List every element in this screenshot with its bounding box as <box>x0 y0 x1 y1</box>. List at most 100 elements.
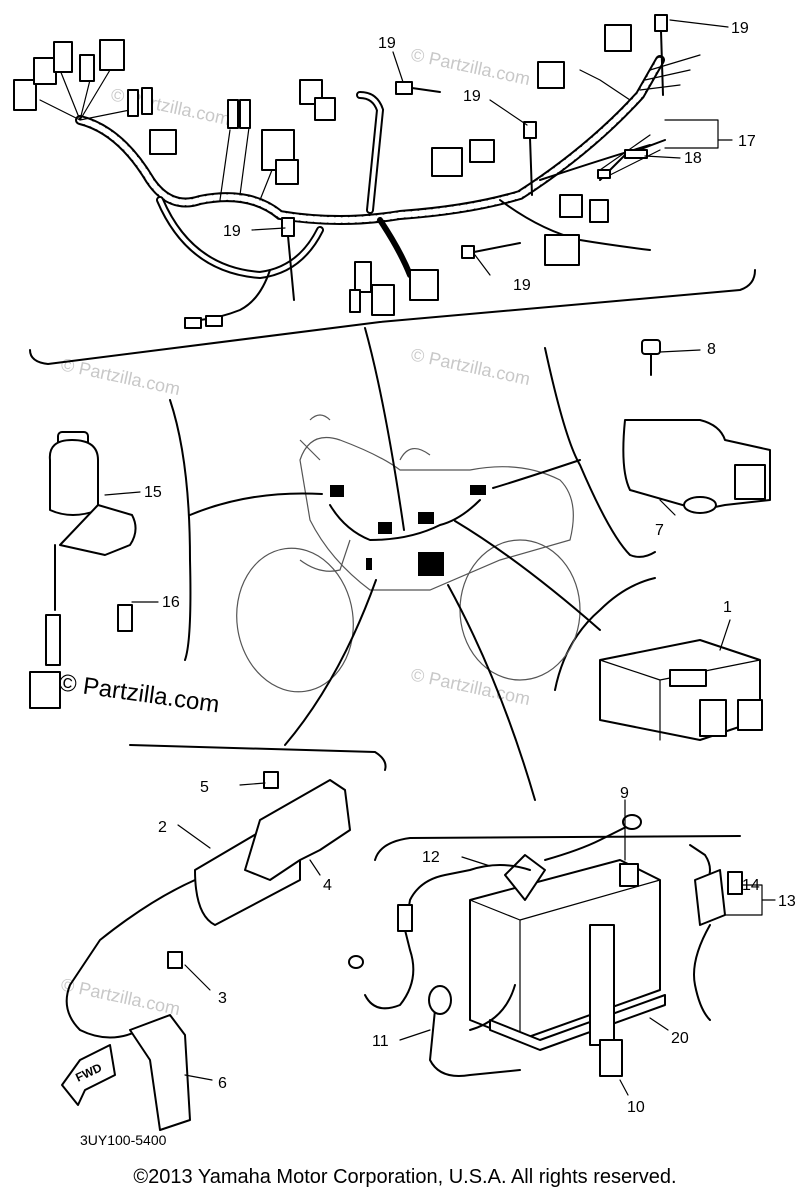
harness-connector <box>409 269 439 301</box>
callout-17: 17 <box>738 133 756 150</box>
harness-connector <box>33 57 57 85</box>
callout-12: 12 <box>422 849 440 866</box>
callout-19: 19 <box>223 223 241 240</box>
harness-terminal <box>205 315 223 327</box>
ignition-coil <box>61 771 351 1131</box>
wire-band-strap <box>287 235 295 301</box>
harness-connector <box>53 41 73 73</box>
battery-band <box>589 924 615 1046</box>
wire-band-strap <box>473 242 521 253</box>
plug-cap <box>129 1014 191 1131</box>
regulator-section-divider <box>544 347 656 558</box>
battery-section-divider <box>374 835 741 861</box>
mounting-spot <box>378 522 392 534</box>
copyright-notice: ©2013 Yamaha Motor Corporation, U.S.A. A… <box>133 1166 677 1188</box>
callout-2: 2 <box>158 819 167 836</box>
harness-connector <box>314 97 336 121</box>
cdi-unit <box>599 619 763 741</box>
harness-connector <box>227 99 239 129</box>
coil-section-divider <box>129 744 387 771</box>
rectifier-regulator <box>622 339 771 516</box>
harness-section-divider <box>29 269 756 365</box>
wire-band-strap <box>529 137 533 196</box>
harness-leaders <box>251 19 733 276</box>
mounting-spot <box>470 485 486 495</box>
harness-connector <box>99 39 125 71</box>
callout-20: 20 <box>671 1030 689 1047</box>
callout-7: 7 <box>655 522 664 539</box>
main-switch <box>29 431 159 709</box>
harness-terminal <box>184 317 202 329</box>
callout-14: 14 <box>742 877 760 894</box>
harness-connector <box>79 54 95 82</box>
wire-band-strap <box>411 87 441 93</box>
callout-18: 18 <box>684 150 702 167</box>
harness-connector <box>141 87 153 115</box>
harness-connector <box>431 147 463 177</box>
section-dividers <box>29 269 756 861</box>
battery-terminal <box>619 863 639 887</box>
battery-assembly <box>348 799 776 1096</box>
watermark: © Partzilla.com <box>409 344 532 389</box>
main-switch-screw <box>117 604 133 632</box>
harness-connector <box>371 284 395 316</box>
callout-16: 16 <box>162 594 180 611</box>
wire-band-strap <box>660 30 664 96</box>
wire-band <box>395 81 413 95</box>
harness-connector <box>349 289 361 313</box>
callout-5: 5 <box>200 779 209 796</box>
harness-connector <box>127 89 139 117</box>
fwd-arrow <box>61 1044 116 1106</box>
harness-connector <box>544 234 580 266</box>
wire-harness <box>13 14 701 329</box>
harness-connector <box>13 79 37 111</box>
battery-spot <box>418 552 444 576</box>
regulator-bolt <box>641 339 661 355</box>
callout-11: 11 <box>372 1033 389 1050</box>
harness-connector <box>559 194 583 218</box>
wire-band <box>461 245 475 259</box>
lead-terminal <box>624 149 648 159</box>
callouts: 1 2 3 4 5 6 7 8 9 10 11 12 13 14 15 16 1… <box>144 20 796 1116</box>
mounting-spot <box>330 485 344 497</box>
callout-19: 19 <box>513 277 531 294</box>
callout-3: 3 <box>218 990 227 1007</box>
battery-band-hook <box>599 1039 623 1077</box>
wire-band <box>281 217 295 237</box>
switch-section-divider <box>169 399 192 661</box>
motorcycle-outline <box>189 327 601 801</box>
callout-19: 19 <box>463 88 481 105</box>
callout-9: 9 <box>620 785 629 802</box>
main-switch-connector <box>29 671 61 709</box>
callout-19: 19 <box>731 20 749 37</box>
lead-terminal <box>597 169 611 179</box>
coil-screw <box>167 951 183 969</box>
callout-13: 13 <box>778 893 796 910</box>
harness-connector <box>469 139 495 163</box>
harness-connector <box>589 199 609 223</box>
watermark: © Partzilla.com <box>409 44 532 89</box>
partzilla-watermark: © Partzilla.com <box>57 669 221 718</box>
callout-4: 4 <box>323 877 332 894</box>
battery-lead-sleeve <box>397 904 413 932</box>
coil-bolt <box>263 771 279 789</box>
harness-connector <box>239 99 251 129</box>
mounting-spot <box>418 512 434 524</box>
watermark: © Partzilla.com <box>59 974 182 1019</box>
watermark: © Partzilla.com <box>409 664 532 709</box>
callout-8: 8 <box>707 341 716 358</box>
harness-connector <box>275 159 299 185</box>
part-code: 3UY100-5400 <box>80 1132 167 1148</box>
harness-connector <box>537 61 565 89</box>
mounting-spot <box>366 558 372 570</box>
callout-19: 19 <box>378 35 396 52</box>
cdi-section-divider <box>554 577 656 691</box>
harness-connector <box>149 129 177 155</box>
callout-15: 15 <box>144 484 162 501</box>
harness-connector <box>604 24 632 52</box>
callout-10: 10 <box>627 1099 645 1116</box>
sensor-bolt <box>727 871 743 895</box>
harness-connector <box>354 261 372 293</box>
callout-1: 1 <box>723 599 732 616</box>
